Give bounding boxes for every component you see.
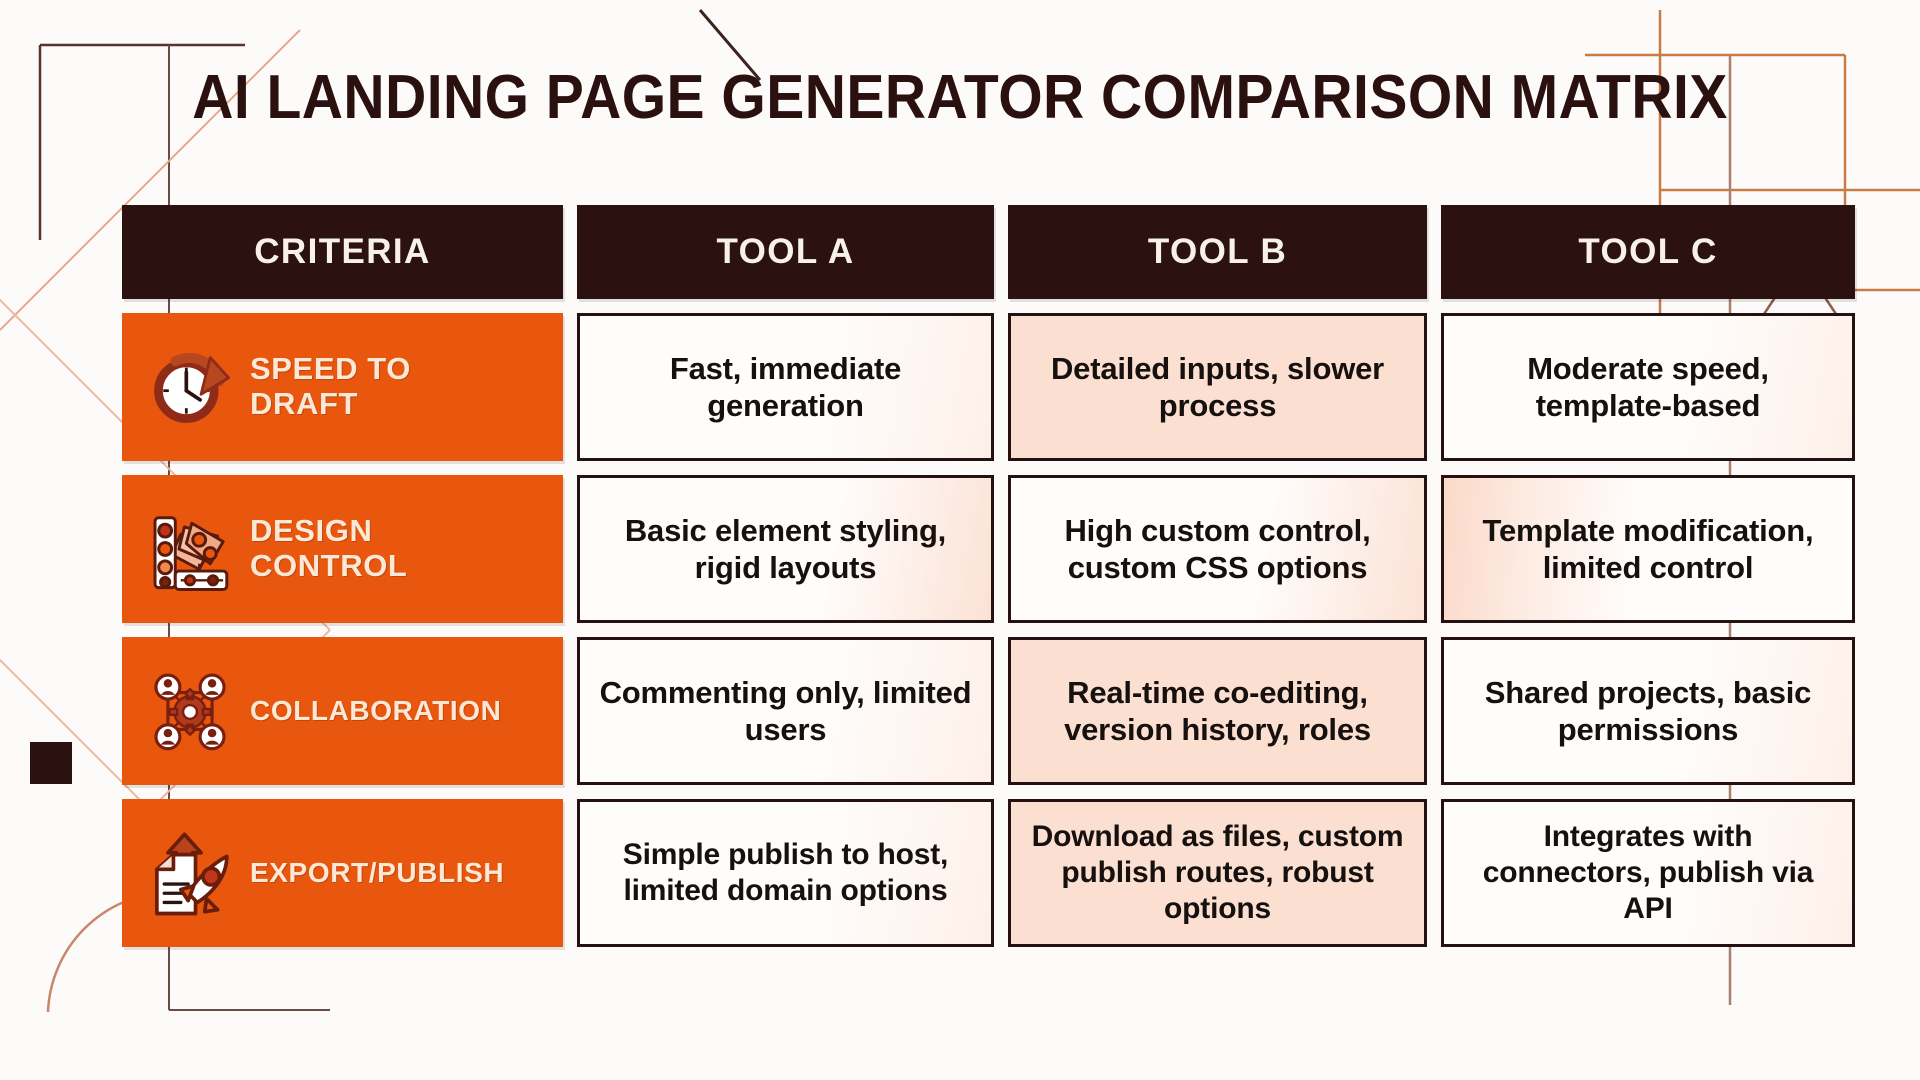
value-cell-design-tool-b: High custom control, custom CSS options (1008, 475, 1427, 623)
value-cell-speed-tool-a: Fast, immediate generation (577, 313, 994, 461)
value-cell-export-tool-b: Download as files, custom publish routes… (1008, 799, 1427, 947)
criteria-cell-export-publish: EXPORT/PUBLISH (122, 799, 563, 947)
criteria-cell-design-control: DESIGN CONTROL (122, 475, 563, 623)
criteria-label-line1: EXPORT/PUBLISH (250, 857, 505, 889)
value-cell-collab-tool-c: Shared projects, basic permissions (1441, 637, 1855, 785)
criteria-label: EXPORT/PUBLISH (250, 857, 504, 888)
criteria-cell-collaboration: COLLABORATION (122, 637, 563, 785)
value-cell-export-tool-c: Integrates with connectors, publish via … (1441, 799, 1855, 947)
criteria-cell-speed-to-draft: SPEED TO DRAFT (122, 313, 563, 461)
value-cell-speed-tool-c: Moderate speed, template-based (1441, 313, 1855, 461)
value-cell-export-tool-a: Simple publish to host, limited domain o… (577, 799, 994, 947)
value-cell-collab-tool-b: Real-time co-editing, version history, r… (1008, 637, 1427, 785)
page-title: AI LANDING PAGE GENERATOR COMPARISON MAT… (192, 63, 1728, 132)
criteria-label: COLLABORATION (250, 695, 501, 726)
square-dot-left (30, 742, 72, 784)
criteria-label-line2: CONTROL (250, 548, 408, 583)
criteria-label: DESIGN CONTROL (250, 514, 407, 583)
header-cell-tool-c: TOOL C (1441, 205, 1855, 299)
document-rocket-icon (155, 832, 229, 916)
header-label: TOOL C (1578, 232, 1718, 271)
criteria-label-line1: SPEED TO (250, 351, 411, 387)
criteria-label-line1: DESIGN (250, 513, 373, 549)
value-cell-collab-tool-a: Commenting only, limited users (577, 637, 994, 785)
header-cell-tool-b: TOOL B (1008, 205, 1427, 299)
color-swatch-fan-icon (153, 516, 229, 591)
header-cell-tool-a: TOOL A (577, 205, 994, 299)
people-gear-icon (154, 673, 226, 751)
header-label: CRITERIA (254, 232, 431, 271)
criteria-label-line2: DRAFT (250, 386, 359, 421)
value-cell-design-tool-a: Basic element styling, rigid layouts (577, 475, 994, 623)
value-cell-design-tool-c: Template modification, limited control (1441, 475, 1855, 623)
value-cell-speed-tool-b: Detailed inputs, slower process (1008, 313, 1427, 461)
criteria-label: SPEED TO DRAFT (250, 352, 411, 421)
header-label: TOOL A (716, 232, 855, 271)
header-label: TOOL B (1147, 232, 1288, 271)
clock-arrow-icon (154, 352, 231, 423)
comparison-matrix: CRITERIA TOOL A TOOL B TOOL C (122, 205, 1855, 947)
criteria-label-line1: COLLABORATION (250, 695, 502, 727)
header-cell-criteria: CRITERIA (122, 205, 563, 299)
